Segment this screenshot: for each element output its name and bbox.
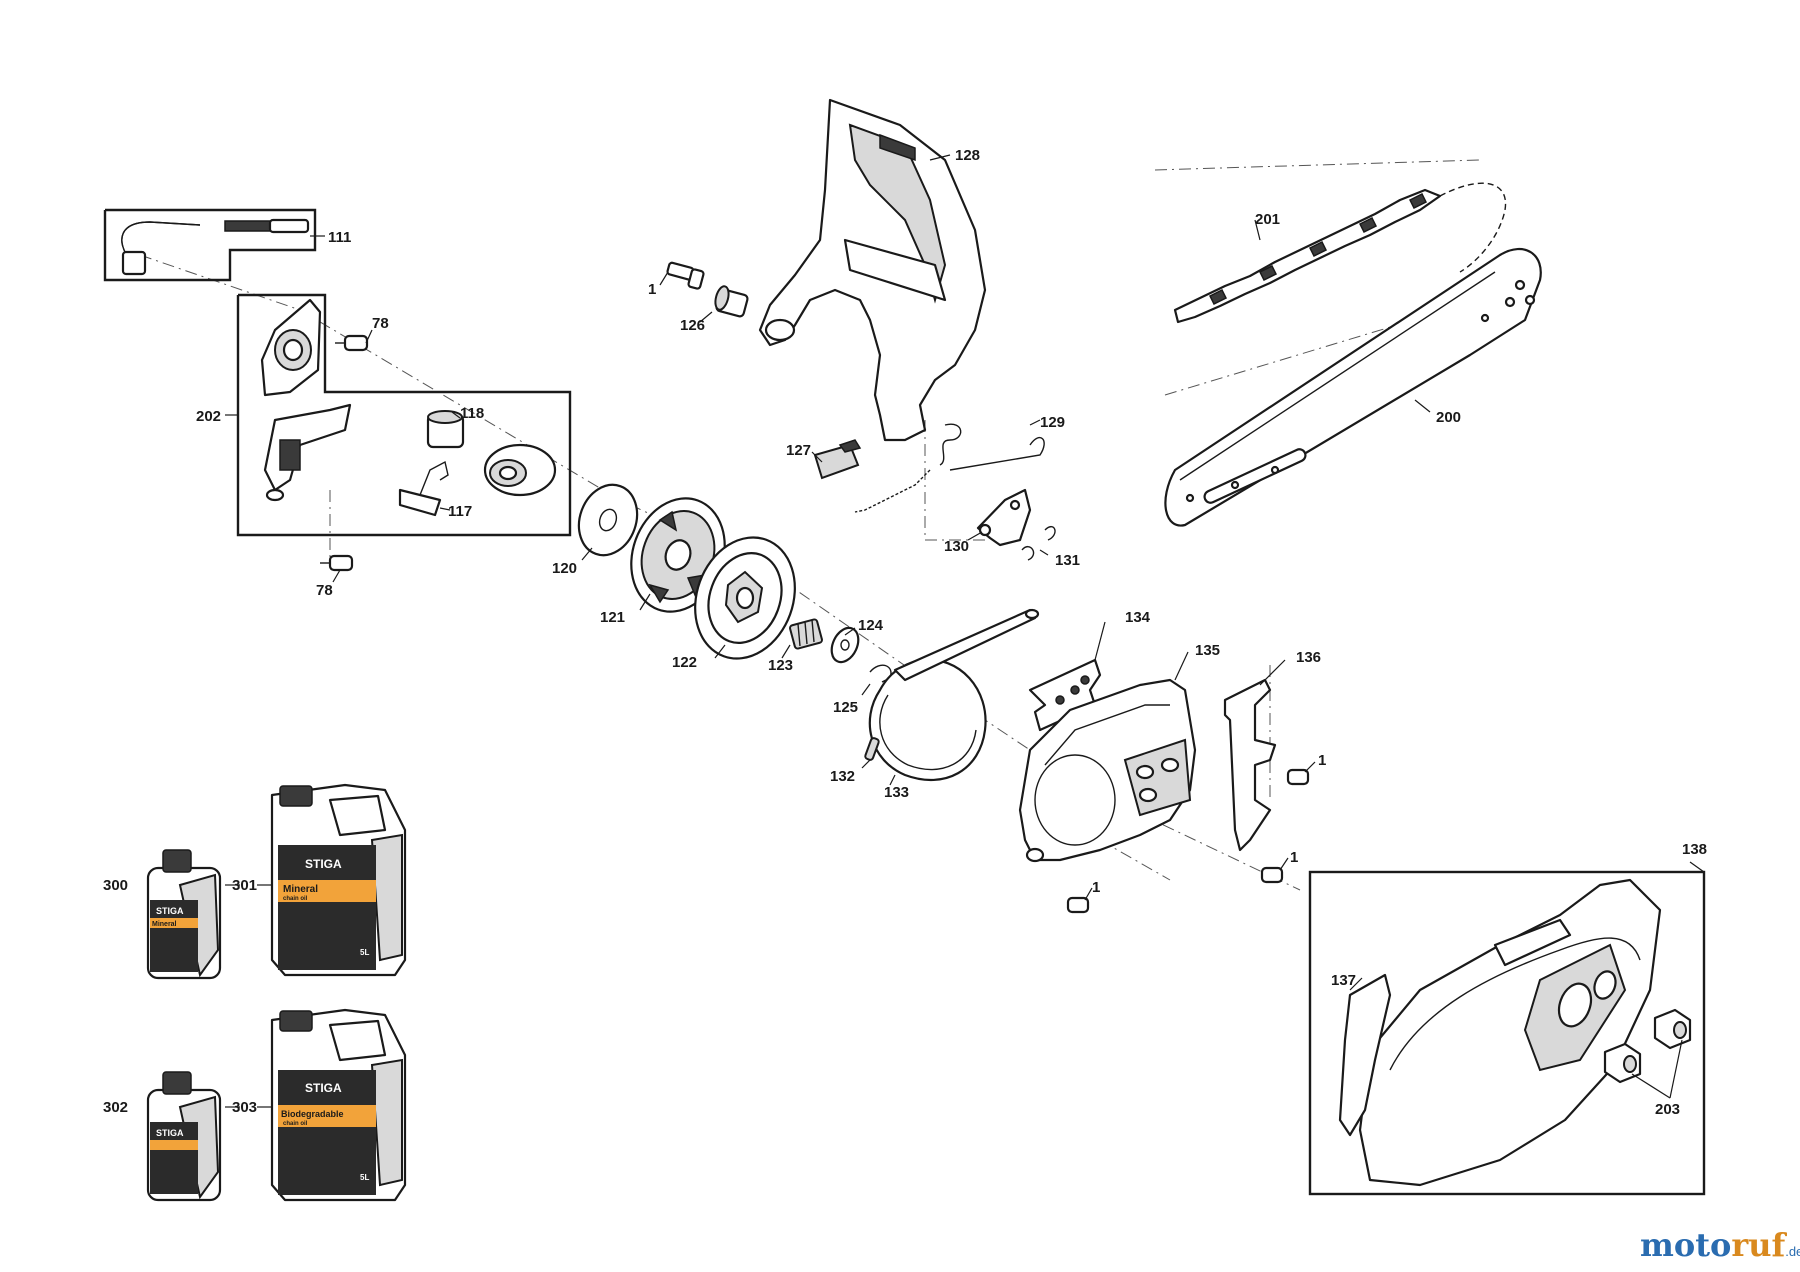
label-1-right: 1 — [1318, 752, 1326, 769]
oil-pump-worm-gear — [483, 443, 557, 497]
bottle-300-mineral-1l: STIGA Mineral — [146, 849, 222, 980]
part-1-screw-cover-right — [1286, 768, 1310, 786]
label-131: 131 — [1055, 552, 1080, 569]
bottle-301-sub: chain oil — [283, 896, 308, 902]
watermark-suffix: .de — [1785, 1244, 1800, 1259]
part-111-oil-hose — [103, 208, 325, 282]
label-118: 118 — [460, 405, 484, 422]
label-132: 132 — [830, 768, 855, 785]
part-1-screw-plate-bottom — [1260, 866, 1284, 884]
bottle-301-type: Mineral — [283, 884, 318, 895]
part-118-bushing — [426, 410, 465, 449]
label-124: 124 — [858, 617, 884, 634]
part-132-pin — [864, 737, 880, 761]
bottle-300-type: Mineral — [152, 921, 177, 928]
bottle-303-size: 5L — [360, 1173, 369, 1182]
label-138: 138 — [1682, 841, 1707, 858]
part-201-saw-chain — [1173, 182, 1507, 324]
part-127-brake-block — [813, 439, 862, 480]
label-129: 129 — [1040, 414, 1065, 431]
label-137: 137 — [1331, 972, 1356, 989]
label-78-top: 78 — [372, 315, 389, 332]
label-127: 127 — [786, 442, 811, 459]
label-78-bottom: 78 — [316, 582, 333, 599]
label-111: 111 — [328, 229, 351, 246]
part-124-washer — [830, 626, 860, 664]
label-302: 302 — [103, 1099, 128, 1116]
label-121: 121 — [600, 609, 625, 626]
label-134: 134 — [1125, 609, 1151, 626]
part-122-clutch-drum — [694, 536, 796, 660]
label-120: 120 — [552, 560, 577, 577]
watermark-part2: ruf — [1731, 1226, 1787, 1264]
label-126: 126 — [680, 317, 705, 334]
bottle-301-band — [278, 880, 376, 902]
label-1-plate: 1 — [1290, 849, 1298, 866]
part-200-guide-bar — [1164, 248, 1542, 527]
bottle-301-mineral-5l: STIGA Mineral chain oil 5L — [270, 783, 407, 977]
bottle-300-band — [150, 918, 198, 928]
bottle-302-biodegradable-1l: STIGA — [146, 1071, 222, 1202]
label-203: 203 — [1655, 1101, 1680, 1118]
label-1-top: 1 — [648, 281, 656, 298]
label-122: 122 — [672, 654, 697, 671]
label-136: 136 — [1296, 649, 1321, 666]
part-138-motor-housing-cover — [1308, 861, 1706, 1196]
label-200: 200 — [1436, 409, 1461, 426]
bottle-301-brand: STIGA — [305, 857, 342, 871]
label-117: 117 — [448, 503, 472, 520]
label-125: 125 — [833, 699, 858, 716]
svg-text:motoruf.de: motoruf.de — [1640, 1226, 1800, 1264]
bottle-301-size: 5L — [360, 948, 369, 957]
label-1-cover: 1 — [1092, 879, 1100, 896]
bottle-302-brand: STIGA — [156, 1128, 184, 1138]
label-300: 300 — [103, 877, 128, 894]
part-133-brake-band — [868, 608, 1040, 782]
bottle-303-sub: chain oil — [283, 1121, 308, 1127]
part-135-sprocket-cover — [1018, 678, 1197, 863]
part-202-oil-pump-group — [225, 293, 572, 537]
part-136-tensioner-plate — [1223, 678, 1277, 852]
label-201: 201 — [1255, 211, 1280, 228]
bottle-300-brand: STIGA — [156, 906, 184, 916]
part-203-nuts — [1603, 1008, 1692, 1084]
part-126-bushing — [714, 285, 749, 318]
part-130-brake-lever — [976, 488, 1032, 547]
part-120-washer — [577, 483, 639, 557]
label-133: 133 — [884, 784, 909, 801]
label-123: 123 — [768, 657, 793, 674]
bottle-303-type: Biodegradable — [281, 1109, 344, 1119]
part-78-screw-top — [335, 334, 369, 352]
watermark-part1: moto — [1640, 1226, 1731, 1264]
part-123-needle-bearing — [789, 618, 823, 650]
label-128: 128 — [955, 147, 980, 164]
part-128-hand-guard — [758, 98, 987, 442]
part-131-clips — [1021, 525, 1056, 561]
part-117-clip — [398, 460, 449, 517]
watermark-logo: motoruf.de — [1640, 1226, 1800, 1264]
leader-lines — [225, 154, 1683, 1108]
part-78-screw-bottom — [320, 554, 354, 572]
bottle-303-band — [278, 1105, 376, 1127]
bottle-303-biodegradable-5l: STIGA Biodegradable chain oil 5L — [270, 1008, 407, 1202]
label-135: 135 — [1195, 642, 1220, 659]
part-137-strip — [1338, 973, 1392, 1137]
label-301: 301 — [232, 877, 257, 894]
label-130: 130 — [944, 538, 969, 555]
part-1-screw-top — [666, 261, 705, 290]
part-number-labels: 111 78 202 118 117 78 1 126 128 201 200 … — [103, 147, 1707, 1118]
label-303: 303 — [232, 1099, 257, 1116]
part-1-screw-cover-bottom — [1066, 896, 1090, 914]
part-129-spring — [854, 423, 1045, 513]
bottle-302-band — [150, 1140, 198, 1150]
label-202: 202 — [196, 408, 221, 425]
bottle-303-brand: STIGA — [305, 1081, 342, 1095]
